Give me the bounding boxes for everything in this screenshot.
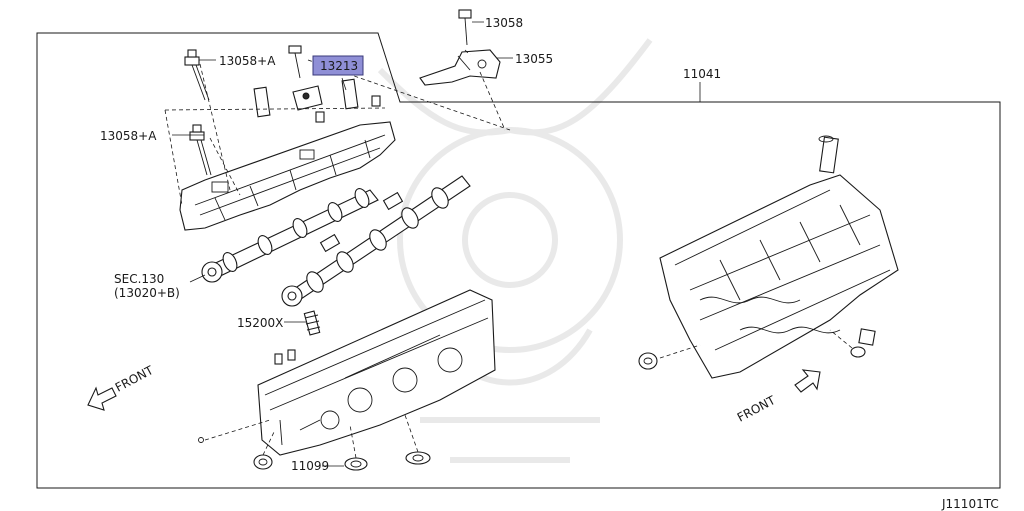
bracket-13055[interactable] (419, 49, 501, 86)
plug-15200x[interactable] (303, 310, 321, 336)
label-13058a-top: 13058+A (219, 54, 276, 68)
small-ball (198, 437, 204, 443)
label-11041: 11041 (683, 67, 721, 81)
seal-ring-right[interactable] (405, 451, 431, 465)
diagram-code: J11101TC (941, 497, 999, 511)
plug-right[interactable] (850, 328, 876, 358)
seal-ring-left[interactable] (253, 454, 273, 470)
sleeve-left[interactable] (253, 86, 271, 118)
camshaft-rear[interactable] (281, 175, 471, 307)
label-13055: 13055 (515, 52, 553, 66)
label-sec-130-ref: (13020+B) (114, 286, 180, 300)
seal-ring-head[interactable] (638, 352, 658, 370)
label-13058: 13058 (485, 16, 523, 30)
bolt-small[interactable] (288, 45, 302, 79)
bolt-13058a-top[interactable] (184, 49, 210, 101)
sleeve-right[interactable] (818, 135, 839, 174)
bolt-13058-top[interactable] (458, 9, 472, 46)
label-front-right: FRONT (735, 393, 778, 425)
frame-outline (36, 32, 1001, 489)
camshaft-housing[interactable] (179, 121, 396, 231)
camshaft-front[interactable] (201, 186, 379, 283)
front-arrow-right (794, 369, 821, 393)
cylinder-head-left[interactable] (257, 289, 496, 456)
seal-ring-center[interactable] (344, 457, 368, 471)
label-13058a-left: 13058+A (100, 129, 157, 143)
label-13213[interactable]: 13213 (320, 59, 358, 73)
label-front-left: FRONT (113, 363, 156, 395)
label-sec-130: SEC.130 (114, 272, 164, 286)
label-15200x: 15200X (237, 316, 283, 330)
cylinder-head-assembly-11041[interactable] (659, 174, 899, 379)
label-11099: 11099 (291, 459, 329, 473)
small-dowel[interactable] (315, 95, 381, 123)
highlight-box-13213[interactable] (312, 55, 364, 76)
sleeve-13213[interactable] (341, 78, 359, 110)
rocker-bracket[interactable] (292, 85, 323, 111)
front-arrow-left (87, 386, 117, 411)
bolt-13058a-left[interactable] (189, 124, 212, 176)
